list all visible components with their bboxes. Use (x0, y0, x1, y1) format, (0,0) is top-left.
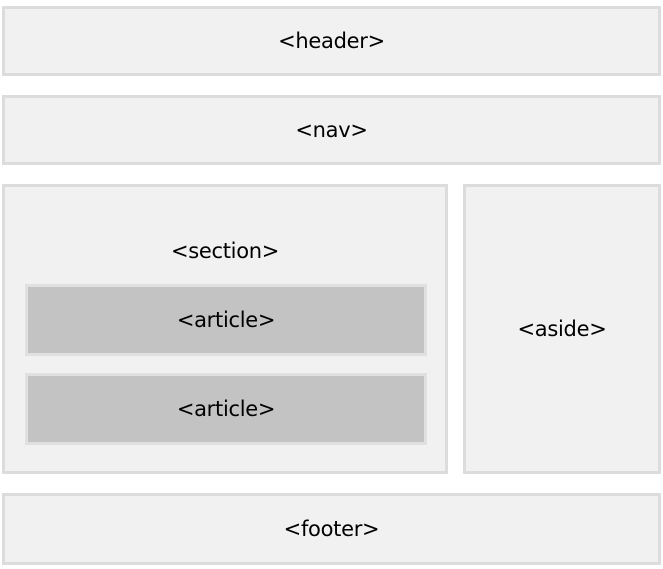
header-box: <header> (2, 6, 661, 76)
section-label: <section> (170, 239, 280, 263)
article-label-1: <article> (176, 308, 276, 332)
nav-box: <nav> (2, 95, 661, 165)
footer-label: <footer> (283, 517, 380, 541)
article-box-2: <article> (25, 373, 427, 445)
section-box: <section> <article> <article> (2, 184, 448, 474)
nav-label: <nav> (295, 118, 368, 142)
aside-box: <aside> (463, 184, 661, 474)
article-box-1: <article> (25, 284, 427, 356)
aside-label: <aside> (517, 317, 607, 341)
article-label-2: <article> (176, 397, 276, 421)
footer-box: <footer> (2, 493, 661, 565)
header-label: <header> (278, 29, 385, 53)
